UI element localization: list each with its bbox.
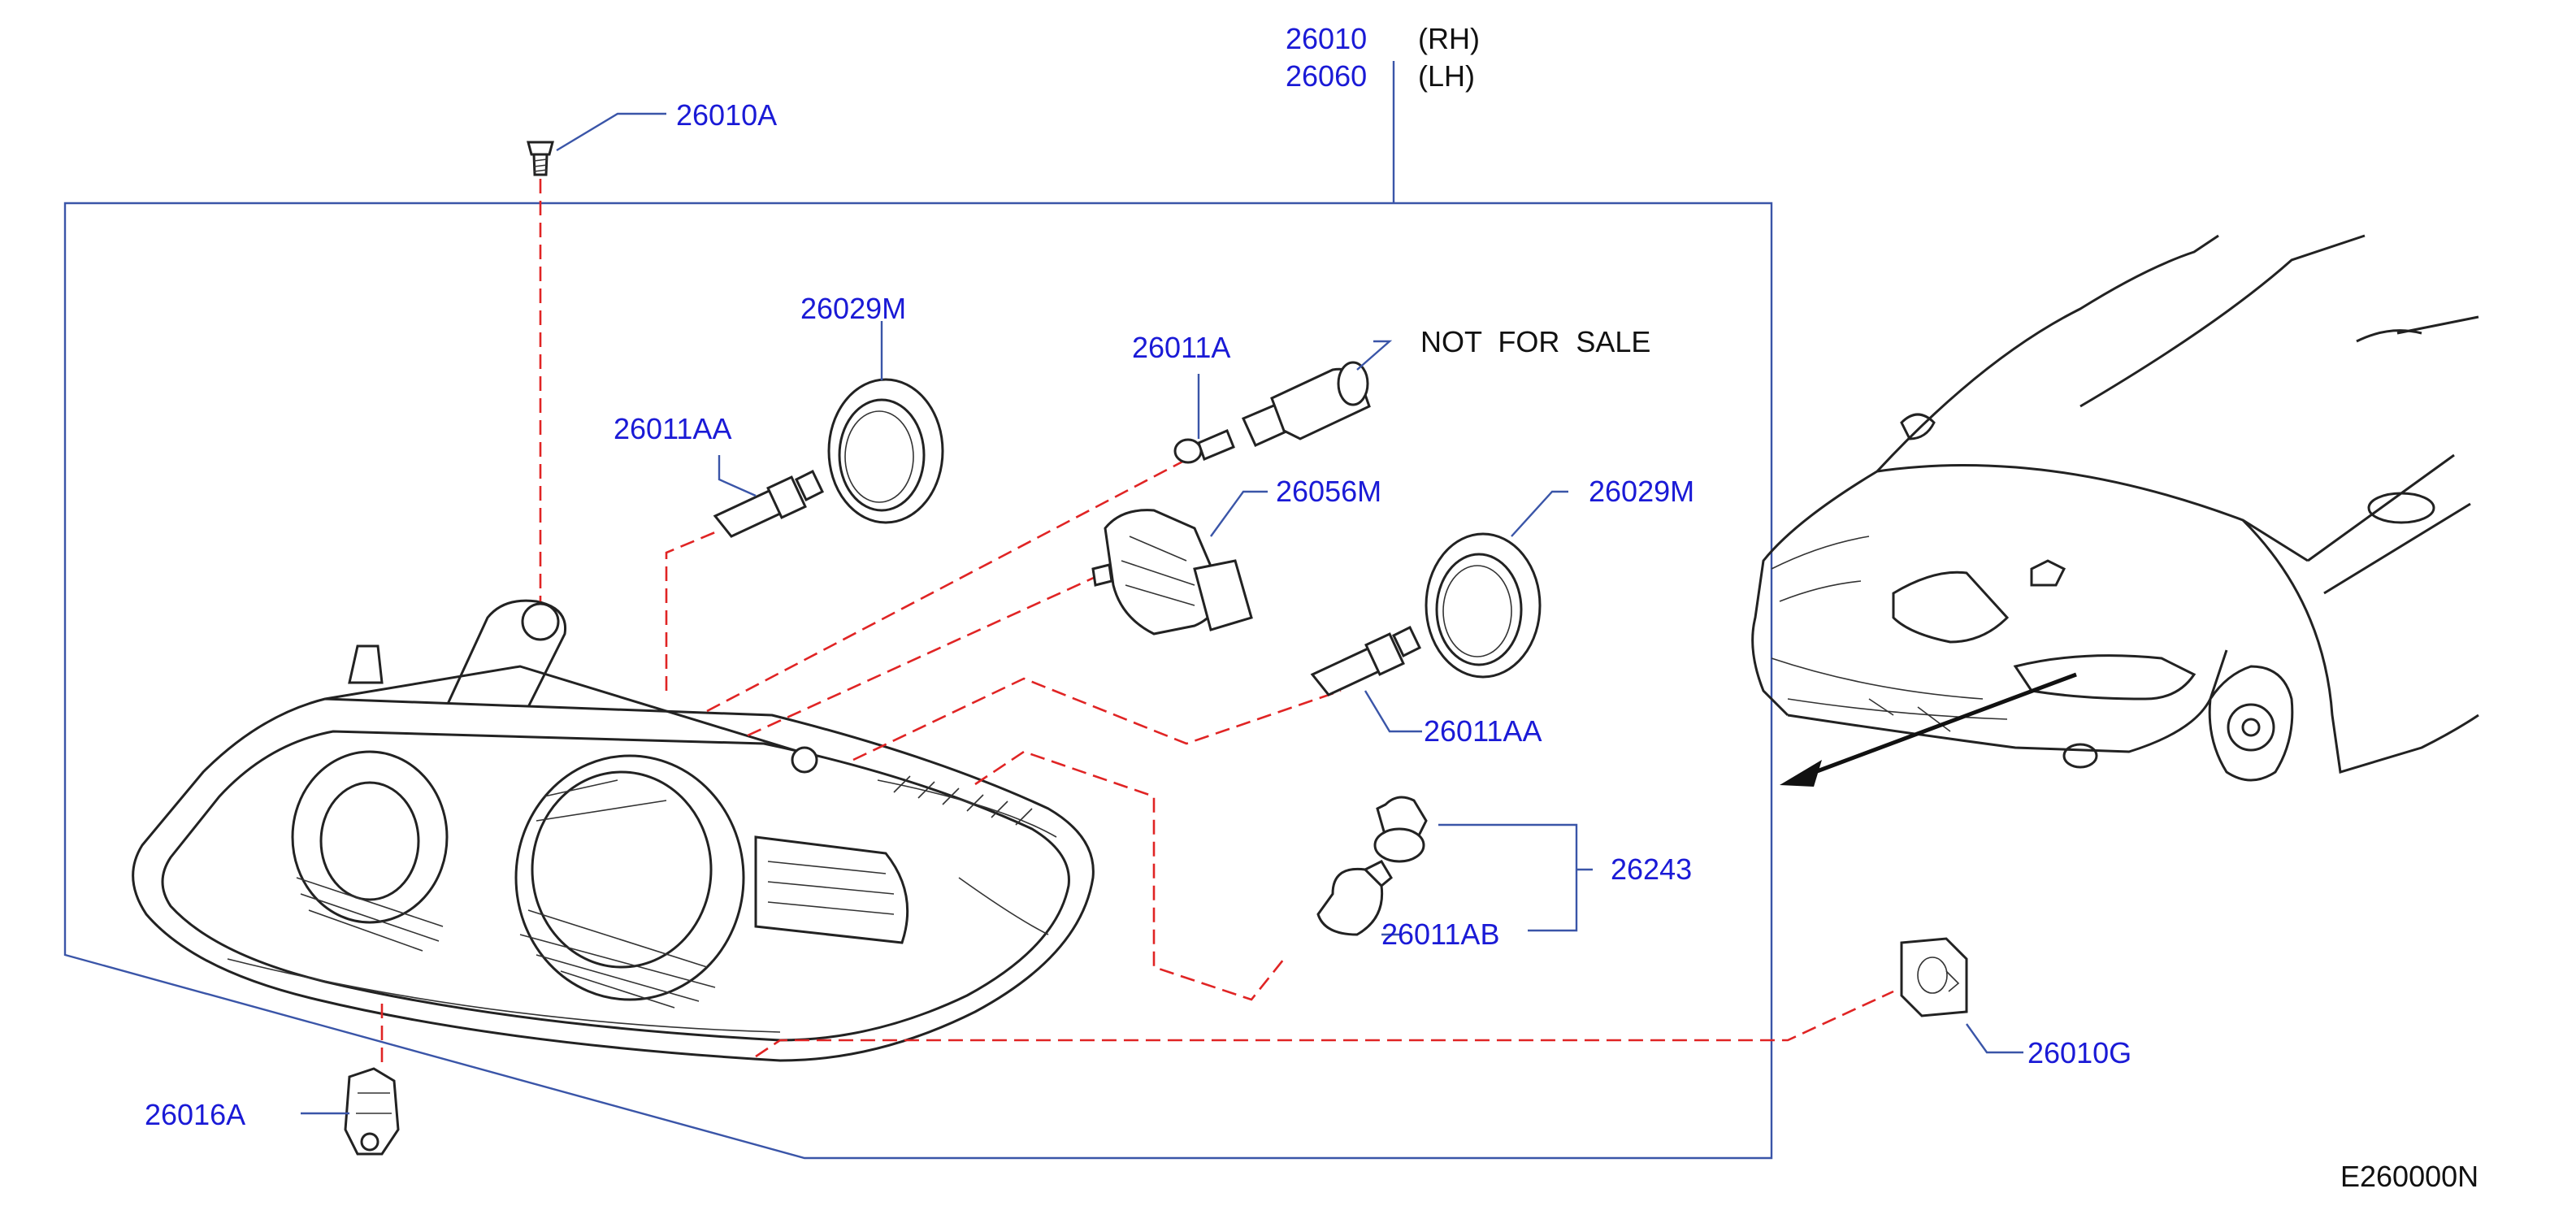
dust-cover-low[interactable] (827, 378, 944, 524)
label-lh: (LH) (1418, 59, 1475, 93)
label-bulb-low[interactable]: 26011AA (614, 412, 731, 445)
location-arrow (1780, 672, 2077, 787)
label-bulb-turn[interactable]: 26011AB (1381, 918, 1499, 951)
dust-cover-high[interactable] (1425, 532, 1542, 679)
label-rh: (RH) (1418, 22, 1480, 55)
assembly-outline (63, 202, 1773, 1160)
label-bracket[interactable]: 26016A (145, 1098, 245, 1131)
bulb-low[interactable] (713, 469, 824, 538)
clip-26010g[interactable] (1900, 937, 1968, 1017)
label-leveling-motor[interactable]: 26056M (1276, 475, 1381, 508)
bracket-26016a[interactable] (344, 1067, 400, 1156)
socket-not-for-sale[interactable] (1241, 361, 1371, 447)
label-headlamp-rh[interactable]: 26010 (1286, 22, 1367, 55)
label-dust-cover-high[interactable]: 26029M (1589, 475, 1694, 508)
label-screw[interactable]: 26010A (676, 98, 777, 132)
socket-26243[interactable] (1373, 796, 1428, 863)
leveling-motor[interactable] (1091, 509, 1253, 636)
label-bulb-small[interactable]: 26011A (1132, 331, 1230, 364)
car-location-illustration (1751, 234, 2479, 782)
bulb-turn[interactable] (1316, 860, 1393, 936)
headlamp-assembly[interactable] (132, 599, 1095, 1062)
label-socket-assy[interactable]: 26243 (1611, 852, 1692, 886)
label-clip[interactable]: 26010G (2027, 1036, 2131, 1069)
screw-26010a[interactable] (527, 141, 554, 176)
diagram-code: E260000N (2340, 1160, 2478, 1193)
label-bulb-high[interactable]: 26011AA (1424, 714, 1542, 748)
label-not-for-sale: NOT FOR SALE (1420, 325, 1650, 358)
label-dust-cover-low[interactable]: 26029M (800, 292, 906, 325)
bulb-small[interactable] (1173, 429, 1235, 464)
leader-lines (301, 61, 2023, 1115)
labels: 26010 26060 (RH) (LH) 26010A 26029M 2601… (145, 22, 2478, 1193)
label-headlamp-lh[interactable]: 26060 (1286, 59, 1367, 93)
bulb-high[interactable] (1310, 625, 1421, 696)
